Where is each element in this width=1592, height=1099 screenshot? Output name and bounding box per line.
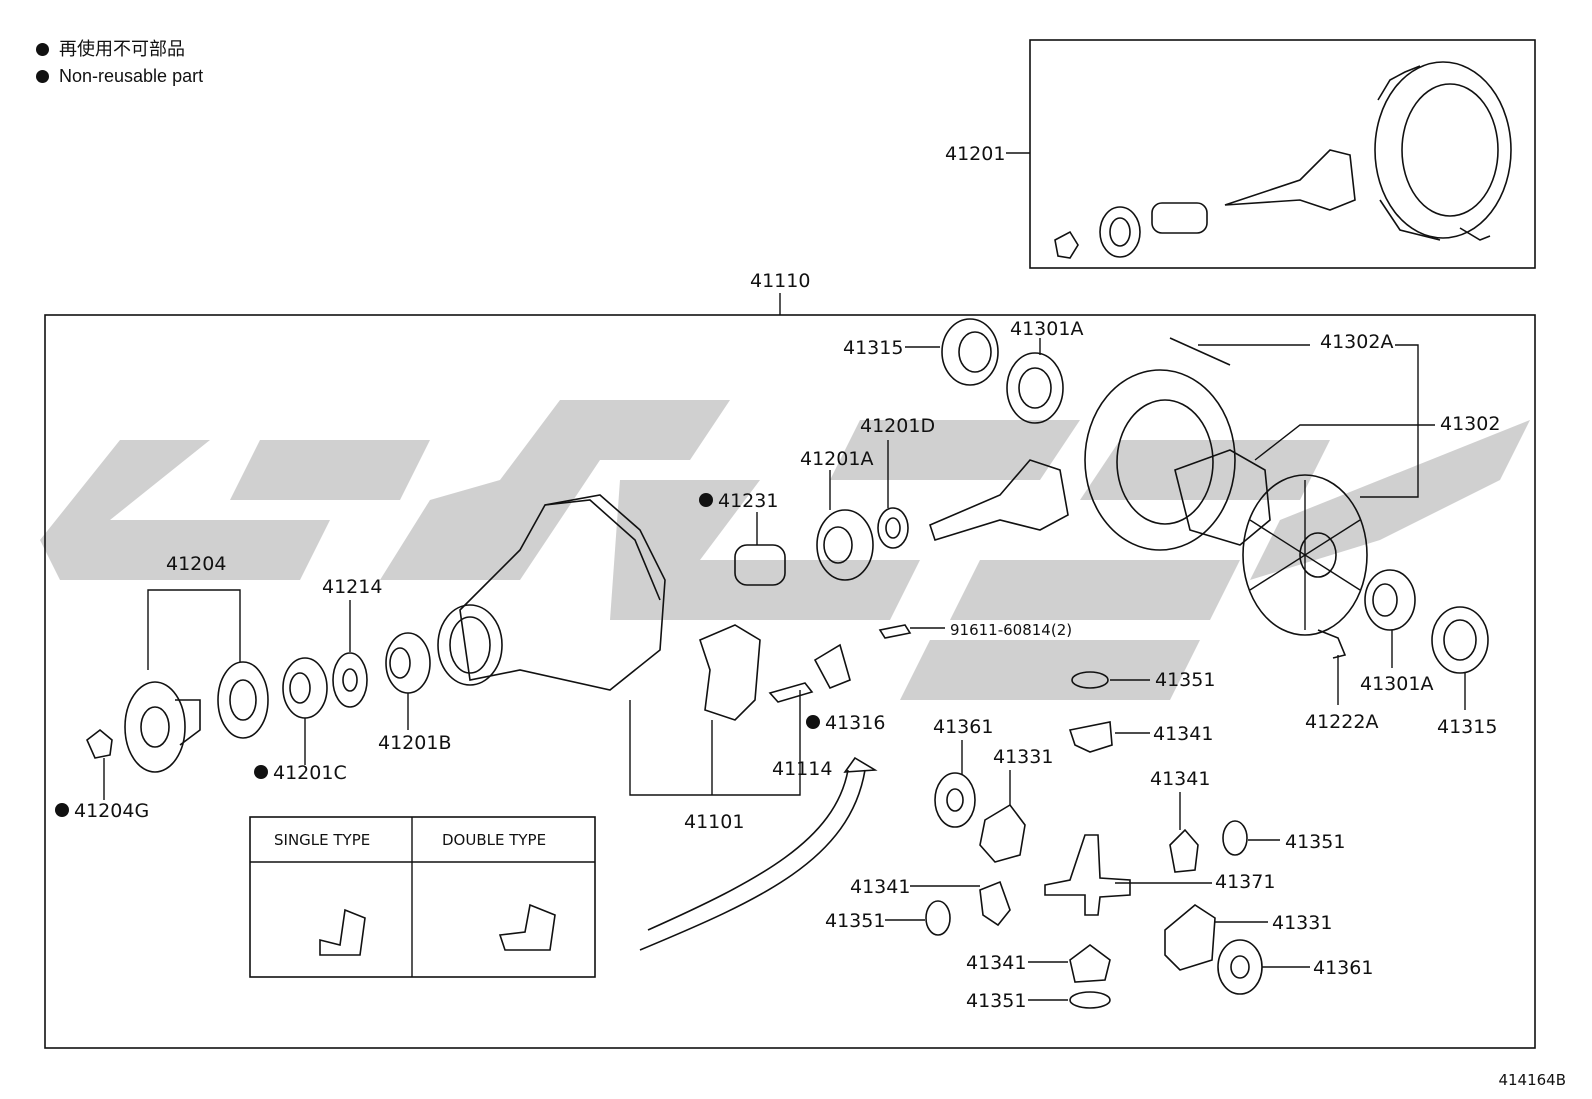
label-41301A-upper[interactable]: 41301A [1010, 318, 1083, 340]
legend-jp: 再使用不可部品 [59, 39, 185, 59]
bullet-icon [36, 70, 49, 83]
label-41341-c[interactable]: 41341 [850, 876, 910, 898]
label-41204G[interactable]: 41204G [74, 800, 149, 822]
arrow-curve-inner [647, 769, 849, 931]
label-41341-d[interactable]: 41341 [966, 952, 1026, 974]
companion-flange-drawing [86, 661, 269, 773]
bearing-cap-drawing [699, 624, 814, 721]
pinion-bearing-drawing [816, 507, 909, 581]
label-41301A-lower[interactable]: 41301A [1360, 673, 1433, 695]
bracket-drawing [813, 624, 912, 690]
arrow-head-icon [843, 756, 878, 773]
label-41315-upper[interactable]: 41315 [843, 337, 903, 359]
label-41351-b[interactable]: 41351 [1285, 831, 1345, 853]
ring-gear-drawing [1084, 369, 1271, 551]
differential-case-drawing [1242, 474, 1368, 636]
main-assembly-box [44, 314, 1536, 1049]
label-41214[interactable]: 41214 [322, 576, 382, 598]
label-41201[interactable]: 41201 [945, 143, 1005, 165]
non-reusable-dot-icon [699, 493, 713, 507]
type-table [249, 816, 596, 978]
label-41371[interactable]: 41371 [1215, 871, 1275, 893]
label-41351-a[interactable]: 41351 [1155, 669, 1215, 691]
label-41351-c[interactable]: 41351 [825, 910, 885, 932]
side-bearing-lower-drawing [1317, 569, 1489, 674]
diagram-code: 414164B [1498, 1071, 1566, 1089]
non-reusable-dot-icon [55, 803, 69, 817]
label-41331-b[interactable]: 41331 [1272, 912, 1332, 934]
inset-box-41201 [1029, 39, 1536, 269]
legend-row-jp: 再使用不可部品 [36, 36, 203, 63]
non-reusable-dot-icon [806, 715, 820, 729]
label-41231[interactable]: 41231 [718, 490, 778, 512]
label-41341-a[interactable]: 41341 [1153, 723, 1213, 745]
ring-gear-bolt-drawing [1169, 337, 1231, 366]
label-41331-a[interactable]: 41331 [993, 746, 1053, 768]
label-91611[interactable]: 91611-60814(2) [950, 621, 1072, 639]
double-type-bracket-icon [498, 903, 556, 951]
label-41341-b[interactable]: 41341 [1150, 768, 1210, 790]
label-41351-d[interactable]: 41351 [966, 990, 1026, 1012]
label-41201D[interactable]: 41201D [860, 415, 935, 437]
legend-row-en: Non-reusable part [36, 63, 203, 90]
table-header-single: SINGLE TYPE [274, 831, 370, 849]
label-41201B[interactable]: 41201B [378, 732, 451, 754]
bullet-icon [36, 43, 49, 56]
label-41114[interactable]: 41114 [772, 758, 832, 780]
legend: 再使用不可部品 Non-reusable part [36, 36, 203, 90]
label-41201C[interactable]: 41201C [273, 762, 347, 784]
drive-pinion-drawing [929, 459, 1069, 541]
label-41316[interactable]: 41316 [825, 712, 885, 734]
label-41361-b[interactable]: 41361 [1313, 957, 1373, 979]
label-41302[interactable]: 41302 [1440, 413, 1500, 435]
label-41222A[interactable]: 41222A [1305, 711, 1378, 733]
label-41361-a[interactable]: 41361 [933, 716, 993, 738]
label-41101[interactable]: 41101 [684, 811, 744, 833]
label-41201A[interactable]: 41201A [800, 448, 873, 470]
single-type-bracket-icon [319, 908, 366, 956]
label-41315-lower[interactable]: 41315 [1437, 716, 1497, 738]
legend-en: Non-reusable part [59, 66, 204, 86]
label-41204[interactable]: 41204 [166, 553, 226, 575]
arrow-curve [639, 769, 866, 951]
spacer-drawing [734, 544, 786, 586]
table-header-double: DOUBLE TYPE [442, 831, 546, 849]
label-41302A[interactable]: 41302A [1320, 331, 1393, 353]
watermark-logo [40, 400, 1530, 700]
side-bearing-upper-drawing [941, 318, 1064, 424]
differential-carrier-housing-drawing [437, 494, 666, 691]
ring-pinion-set-drawing [1054, 61, 1512, 259]
non-reusable-dot-icon [254, 765, 268, 779]
label-41110[interactable]: 41110 [750, 270, 810, 292]
